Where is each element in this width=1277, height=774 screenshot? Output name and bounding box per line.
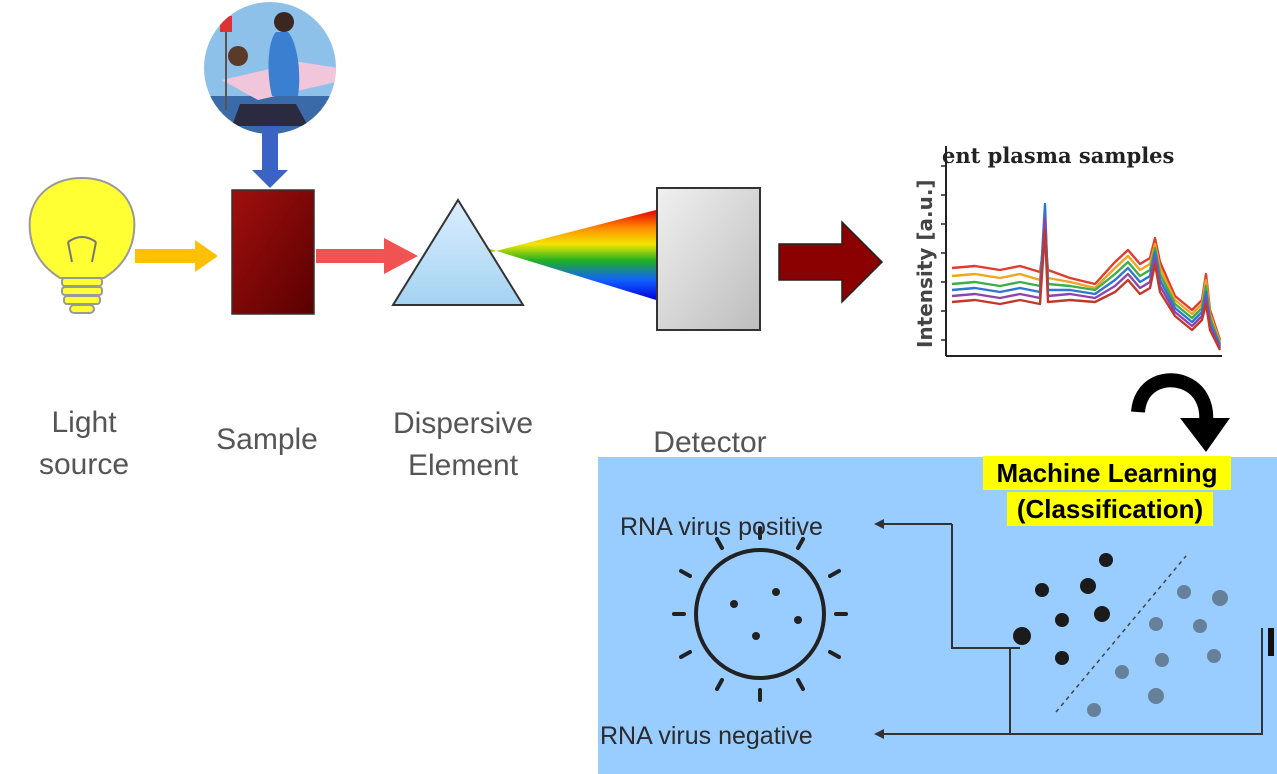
stage-label-sample: Sample [197, 419, 337, 461]
stage-label-line: source [38, 448, 130, 481]
ml-title-line1: Machine Learning [996, 458, 1217, 488]
spectrum-trace [951, 216, 1222, 349]
rna-positive-label: RNA virus positive [620, 513, 823, 541]
arrow-detector-to-spectrum [778, 220, 884, 304]
classification-scatter [1013, 553, 1228, 717]
spectrum-chart: ent plasma samples Intensity [a.u.] [913, 143, 1222, 357]
arrow-light-to-sample [135, 240, 218, 272]
positive-output-connector [874, 519, 1020, 649]
light-bulb-icon [28, 176, 136, 314]
stage-label-line: Element [407, 449, 519, 482]
virus-icon [672, 526, 848, 702]
spectrum-title: ent plasma samples [942, 143, 1174, 168]
spectrum-trace [951, 234, 1222, 341]
stage-label-detector: Detector [630, 422, 790, 464]
rna-negative-label: RNA virus negative [600, 722, 813, 750]
ml-input-connector [1010, 628, 1274, 735]
arrow-sample-to-prism [316, 238, 418, 274]
detector-box [656, 187, 761, 331]
ml-title-line2: (Classification) [1017, 494, 1203, 524]
spectrum-trace [951, 212, 1222, 345]
dispersed-spectrum-beam [474, 210, 656, 300]
prism-icon [391, 198, 525, 306]
stage-label-light-source: Light source [14, 402, 154, 486]
stage-label-line: Dispersive [392, 407, 534, 440]
sample-block [231, 189, 315, 315]
patient-photo [204, 2, 336, 134]
ml-classification-panel: RNA virus positive RNA virus negative Ma… [598, 456, 1277, 774]
stage-label-line: Sample [216, 423, 318, 456]
stage-label-line: Light [51, 406, 117, 439]
spectrum-y-axis-label: Intensity [a.u.] [913, 179, 937, 348]
stage-label-dispersive-element: Dispersive Element [373, 403, 553, 487]
spectrum-trace [951, 202, 1222, 347]
spectrum-trace [951, 228, 1222, 351]
spectrum-trace [951, 224, 1222, 343]
stage-label-line: Detector [653, 426, 767, 459]
curved-arrow-icon [1131, 373, 1230, 452]
sample-input-arrow [252, 126, 288, 188]
